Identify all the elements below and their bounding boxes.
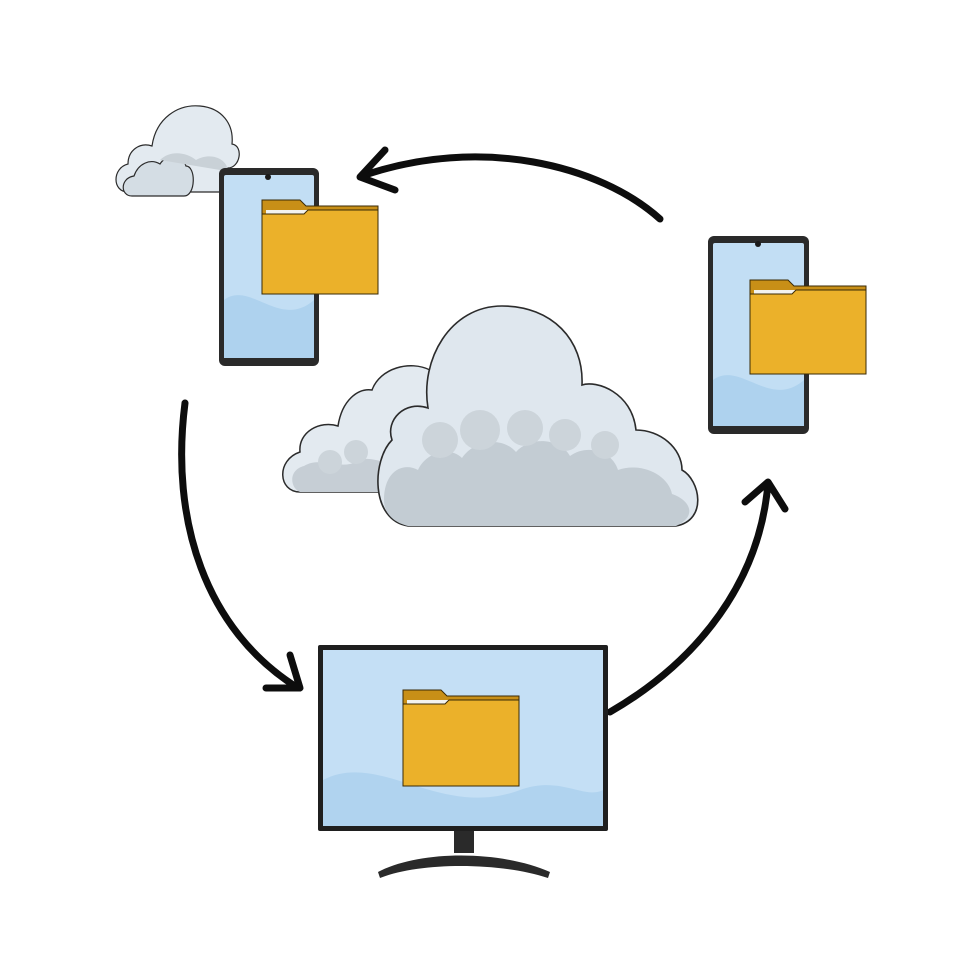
cloud-puff xyxy=(422,422,458,458)
cloud-front-shade xyxy=(384,441,690,526)
monitor-neck xyxy=(454,831,474,853)
cloud-puffs xyxy=(318,410,619,474)
cloud-icon xyxy=(282,305,699,527)
smartphone-right xyxy=(708,236,867,434)
arrow-to-left-phone xyxy=(356,146,664,223)
phone-camera xyxy=(265,174,271,180)
folder-front xyxy=(261,209,379,295)
arrow-to-monitor xyxy=(178,399,304,692)
folder-icon xyxy=(402,689,520,787)
arrow-head xyxy=(356,146,399,194)
small-cloud-front xyxy=(122,156,194,197)
small-cloud-icon xyxy=(115,105,240,197)
sync-arrows xyxy=(178,146,789,716)
desktop-monitor xyxy=(318,645,608,878)
cloud-puff xyxy=(549,419,581,451)
monitor-stand xyxy=(378,855,550,878)
small-cloud-shade xyxy=(160,153,228,170)
arrow-head xyxy=(262,651,304,692)
arrow-to-right-phone xyxy=(606,478,789,716)
cloud-puff xyxy=(591,431,619,459)
folder-icon xyxy=(261,199,379,295)
arrow-shaft xyxy=(358,153,664,223)
folder-icon xyxy=(749,279,867,375)
cloud-puff xyxy=(460,410,500,450)
screen-sheen xyxy=(323,772,603,826)
screen-sheen xyxy=(713,375,804,426)
phone-camera xyxy=(755,241,761,247)
cloud-puff xyxy=(318,450,342,474)
arrow-shaft xyxy=(606,479,772,716)
cloud-puff xyxy=(344,440,368,464)
folder-front xyxy=(749,289,867,375)
cloud-puff xyxy=(507,410,543,446)
smartphone-left xyxy=(219,168,379,366)
folder-front xyxy=(402,699,520,787)
screen-sheen xyxy=(224,295,314,358)
arrow-shaft xyxy=(178,399,302,692)
arrow-head xyxy=(741,478,789,513)
